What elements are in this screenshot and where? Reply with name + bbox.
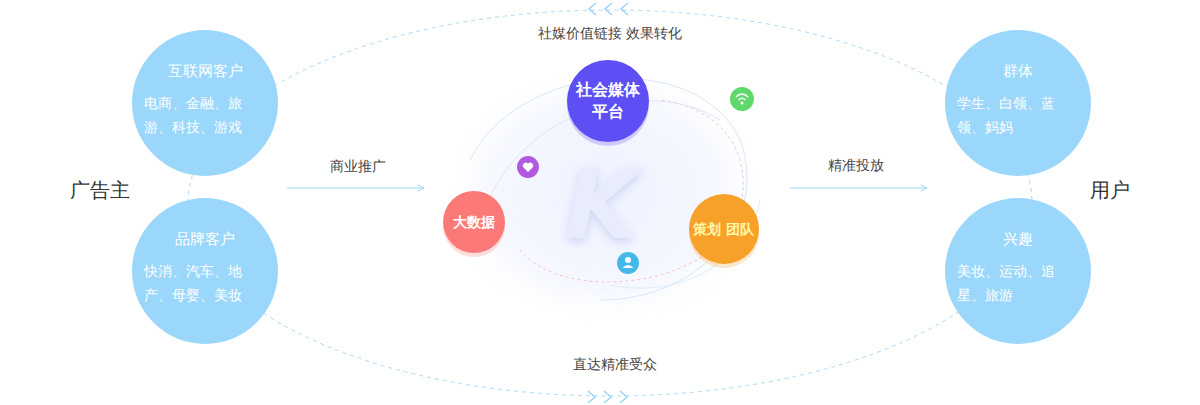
bigdata-circle: 大数据: [443, 191, 505, 253]
team-circle: 策划 团队: [689, 194, 759, 264]
node-body: 美妆、运动、追星、旅游: [957, 259, 1079, 307]
node-body: 电商、金融、旅游、科技、游戏: [144, 91, 266, 139]
node-title: 兴趣: [1003, 229, 1033, 249]
client-circle: 品牌客户快消、汽车、地产、母婴、美妆: [132, 198, 278, 344]
platform-circle: 社会媒体 平台: [567, 60, 649, 142]
orbit-ellipse: [188, 10, 1032, 396]
arc-label: 直达精准受众: [573, 356, 657, 374]
audience-circle: 群体学生、白领、蓝领、妈妈: [945, 30, 1091, 176]
center-glow: [440, 60, 770, 330]
node-title: 品牌客户: [175, 229, 235, 249]
flow-arrow: [790, 188, 927, 189]
node-title: 大数据: [443, 211, 505, 233]
audience-circle: 兴趣美妆、运动、追星、旅游: [945, 198, 1091, 344]
node-title: 互联网客户: [168, 61, 243, 81]
node-title: 群体: [1003, 61, 1033, 81]
node-body: 快消、汽车、地产、母婴、美妆: [144, 259, 266, 307]
node-title: 社会媒体 平台: [574, 79, 643, 123]
node-title: 策划 团队: [693, 218, 755, 240]
client-circle: 互联网客户电商、金融、旅游、科技、游戏: [132, 30, 278, 176]
watermark: K: [565, 149, 639, 261]
arrow-label: 精准投放: [828, 157, 884, 175]
node-body: 学生、白领、蓝领、妈妈: [957, 91, 1079, 139]
arc-label: 社媒价值链接 效果转化: [538, 25, 682, 43]
heart-icon: [517, 156, 539, 178]
orbit-curves: [470, 78, 760, 300]
arrow-label: 商业推广: [330, 158, 386, 176]
side-label: 广告主: [70, 177, 130, 204]
flow-arrow: [287, 188, 424, 189]
circle-outline: [567, 60, 649, 142]
wifi-icon: [730, 87, 754, 111]
side-label: 用户: [1090, 177, 1130, 204]
